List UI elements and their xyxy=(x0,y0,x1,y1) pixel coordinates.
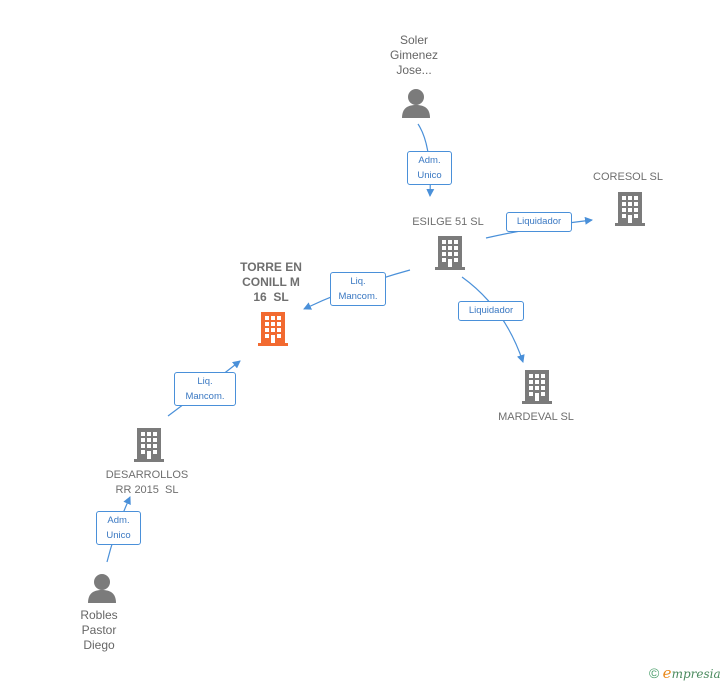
edge-label-line: Adm. xyxy=(418,155,441,166)
edge-label-line: Liq. xyxy=(197,376,213,387)
brand-watermark: © empresia xyxy=(649,664,721,682)
label-line: CORESOL SL xyxy=(593,171,663,183)
node-soler-label[interactable]: Soler Gimenez Jose... xyxy=(378,33,450,78)
building-icon[interactable] xyxy=(435,236,465,270)
edge-label-esilge-coresol: Liquidador xyxy=(506,212,572,232)
label-line: CONILL M xyxy=(242,275,300,289)
node-robles-label[interactable]: Robles Pastor Diego xyxy=(64,608,134,653)
building-icon[interactable] xyxy=(522,370,552,404)
label-line: 16 SL xyxy=(253,290,289,304)
edge-label-esilge-mardeval: Liquidador xyxy=(458,301,524,321)
edge-label-line: Mancom. xyxy=(338,291,378,302)
node-torre-label[interactable]: TORRE EN CONILL M 16 SL xyxy=(228,260,314,305)
edge-label-line: Liq. xyxy=(350,276,366,287)
edge-label-desarrollos-torre: Liq. Mancom. xyxy=(174,372,236,406)
brand-logo-e: e xyxy=(662,664,672,682)
label-line: Robles xyxy=(80,608,118,622)
person-icon[interactable] xyxy=(402,89,430,118)
label-line: MARDEVAL SL xyxy=(498,411,574,423)
label-line: Diego xyxy=(83,638,115,652)
building-icon[interactable] xyxy=(615,192,645,226)
label-line: RR 2015 SL xyxy=(115,484,179,496)
label-line: Pastor xyxy=(81,623,117,637)
label-line: Gimenez xyxy=(389,48,439,62)
copyright-symbol: © xyxy=(649,665,660,681)
person-icon[interactable] xyxy=(88,574,116,603)
edge-label-line: Adm. xyxy=(107,515,130,526)
edge-label-soler-esilge: Adm. Unico xyxy=(407,151,452,185)
node-desarrollos-label[interactable]: DESARROLLOS RR 2015 SL xyxy=(96,468,198,498)
node-coresol-label[interactable]: CORESOL SL xyxy=(584,170,672,185)
building-icon[interactable] xyxy=(258,312,288,346)
edge-label-line: Mancom. xyxy=(185,391,225,402)
node-mardeval-label[interactable]: MARDEVAL SL xyxy=(488,410,584,425)
node-esilge-label[interactable]: ESILGE 51 SL xyxy=(400,215,496,230)
label-line: ESILGE 51 SL xyxy=(412,216,484,228)
label-line: Soler xyxy=(399,33,428,47)
label-line: Jose... xyxy=(396,63,432,77)
edge-label-line: Unico xyxy=(106,530,131,541)
edge-label-line: Liquidador xyxy=(516,216,562,227)
building-icon[interactable] xyxy=(134,428,164,462)
label-line: DESARROLLOS xyxy=(105,469,189,481)
edge-label-robles-desarrollos: Adm. Unico xyxy=(96,511,141,545)
edge-label-line: Liquidador xyxy=(468,305,514,316)
edge-label-esilge-torre: Liq. Mancom. xyxy=(330,272,386,306)
brand-logo-text: mpresia xyxy=(671,667,721,681)
edge-label-line: Unico xyxy=(417,170,442,181)
label-line: TORRE EN xyxy=(240,260,302,274)
